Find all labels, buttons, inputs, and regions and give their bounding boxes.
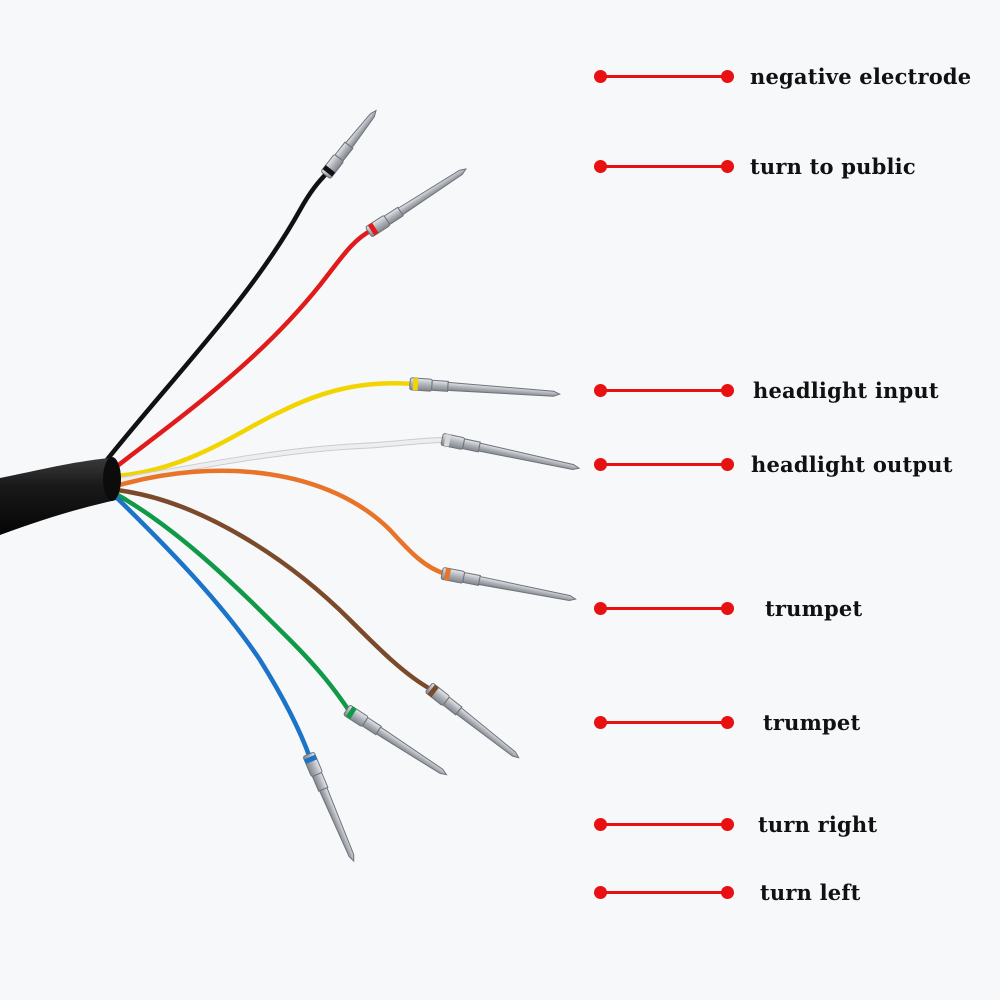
terminal-color-band [345, 706, 357, 720]
terminal-color-band [427, 684, 439, 698]
leader-line [600, 823, 728, 826]
leader-line [600, 389, 728, 392]
legend-row: headlight input [0, 376, 1000, 406]
red-wire [109, 227, 375, 473]
legend-row: turn to public [0, 152, 1000, 182]
black-wire-terminal [321, 109, 377, 179]
leader-end-dot [721, 458, 734, 471]
legend-row: headlight output [0, 450, 1000, 480]
green-wire [113, 491, 353, 715]
terminal-pin [455, 707, 520, 759]
legend-label: turn left [760, 880, 861, 905]
terminal-pin [447, 381, 561, 397]
legend-row: turn right [0, 810, 1000, 840]
leader-line [600, 75, 728, 78]
legend-row: negative electrode [0, 62, 1000, 92]
terminal-color-band [443, 433, 452, 447]
legend-row: trumpet [0, 708, 1000, 738]
terminal-color-band [412, 377, 419, 391]
leader-start-dot [594, 602, 607, 615]
brown-wire-terminal [425, 683, 520, 759]
orange-wire-terminal [440, 567, 577, 602]
terminal-barrel [462, 571, 481, 586]
orange-wire [113, 468, 449, 577]
leader-line [600, 721, 728, 724]
terminal-crimp [440, 567, 465, 584]
cable-sheath [0, 458, 116, 535]
brown-wire [113, 487, 435, 693]
legend-label: headlight output [751, 452, 953, 477]
leader-line [600, 165, 728, 168]
leader-end-dot [721, 384, 734, 397]
terminal-pin [477, 442, 581, 470]
leader-line [600, 891, 728, 894]
legend-label: trumpet [765, 596, 863, 621]
blue-wire [113, 494, 313, 761]
green-wire-terminal [343, 705, 448, 776]
legend-row: trumpet [0, 594, 1000, 624]
leader-end-dot [721, 602, 734, 615]
leader-end-dot [721, 886, 734, 899]
terminal-color-band [304, 754, 318, 765]
legend-label: turn right [758, 812, 878, 837]
leader-start-dot [594, 886, 607, 899]
terminal-crimp [440, 433, 465, 450]
terminal-color-band [443, 567, 452, 581]
leader-end-dot [721, 70, 734, 83]
leader-line [600, 463, 728, 466]
white-wire [114, 438, 448, 483]
terminal-pin [345, 109, 377, 149]
black-wire [99, 169, 331, 469]
terminal-pin [397, 168, 468, 216]
terminal-color-band [322, 165, 336, 177]
terminal-color-band [367, 222, 379, 236]
leader-end-dot [721, 160, 734, 173]
terminal-pin [318, 787, 355, 863]
terminal-pin [478, 575, 577, 602]
legend-row: turn left [0, 878, 1000, 908]
white-wire-terminal [440, 433, 581, 470]
legend-label: trumpet [763, 710, 861, 735]
leader-start-dot [594, 70, 607, 83]
red-wire-terminal [365, 168, 468, 237]
cable-sheath-end [103, 457, 121, 501]
blue-wire-terminal [303, 752, 355, 863]
legend-label: headlight input [753, 378, 939, 403]
leader-end-dot [721, 818, 734, 831]
yellow-wire [113, 381, 417, 479]
yellow-wire-terminal [409, 377, 561, 397]
legend-label: negative electrode [750, 64, 972, 89]
legend-label: turn to public [750, 154, 916, 179]
leader-start-dot [594, 384, 607, 397]
leader-end-dot [721, 716, 734, 729]
terminal-pin [375, 726, 448, 776]
leader-line [600, 607, 728, 610]
leader-start-dot [594, 818, 607, 831]
leader-start-dot [594, 716, 607, 729]
leader-start-dot [594, 160, 607, 173]
leader-start-dot [594, 458, 607, 471]
